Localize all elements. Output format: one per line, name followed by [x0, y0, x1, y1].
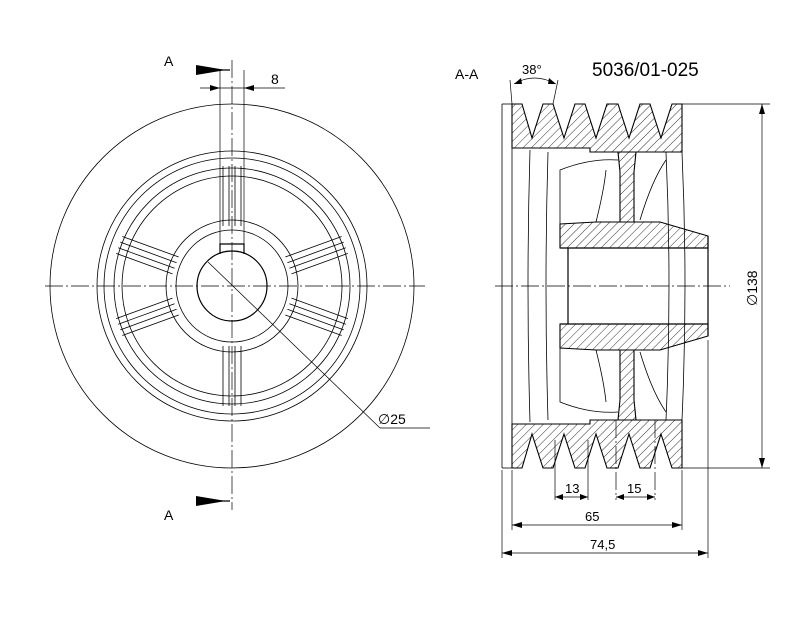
hub-top-section	[559, 221, 709, 249]
front-view: ∅25 8 A A	[45, 53, 430, 523]
spoke-line	[289, 303, 346, 325]
spoke-line	[122, 236, 179, 258]
hub-bottom-section	[559, 323, 709, 351]
width-65: 65	[585, 509, 599, 524]
bore-circle	[196, 250, 268, 322]
spoke-line	[285, 236, 342, 258]
groove-angle-dimension: 38°	[522, 62, 542, 77]
spoke-line	[291, 297, 348, 319]
spoke-line	[120, 308, 177, 331]
spoke-line	[287, 308, 344, 331]
groove-width-13: 13	[565, 481, 579, 496]
outer-rim-circle	[49, 103, 415, 469]
top-rim-section	[511, 103, 683, 153]
spoke-line	[118, 303, 175, 325]
spoke-line	[118, 247, 175, 269]
hub-circle	[175, 229, 289, 343]
spoke-line	[285, 314, 342, 336]
groove-width-15: 15	[627, 481, 641, 496]
bottom-rim-section	[511, 419, 683, 469]
web-outer-circle	[113, 167, 351, 405]
rim-inner-circle	[96, 150, 368, 422]
spoke-line	[289, 247, 346, 269]
spokes	[116, 166, 348, 406]
section-dimensions: 38° A-A 5036/01-025 ∅138 13 15 65	[455, 60, 770, 558]
spoke-line	[116, 297, 173, 319]
spoke-line	[122, 314, 179, 336]
spoke-line	[120, 241, 177, 264]
spoke-line	[116, 253, 173, 275]
bore-leader	[207, 261, 381, 429]
web-circle	[121, 175, 343, 397]
keyway-width-dimension: 8	[271, 71, 279, 87]
section-view	[495, 103, 730, 469]
width-74-5: 74,5	[590, 537, 615, 552]
hub-outer-circle	[165, 219, 299, 353]
section-marker-bottom: A	[164, 507, 174, 523]
section-label: A-A	[455, 66, 479, 82]
web-top-section	[617, 151, 637, 223]
spoke-line	[291, 253, 348, 275]
bore-dimension: ∅25	[378, 411, 406, 427]
spoke-line	[287, 241, 344, 264]
section-marker-top: A	[164, 53, 174, 69]
drawing-number-title: 5036/01-025	[592, 60, 699, 81]
rim-inner-circle-2	[103, 157, 361, 415]
outer-diameter-dimension: ∅138	[744, 270, 760, 306]
web-bottom-section	[617, 349, 637, 421]
